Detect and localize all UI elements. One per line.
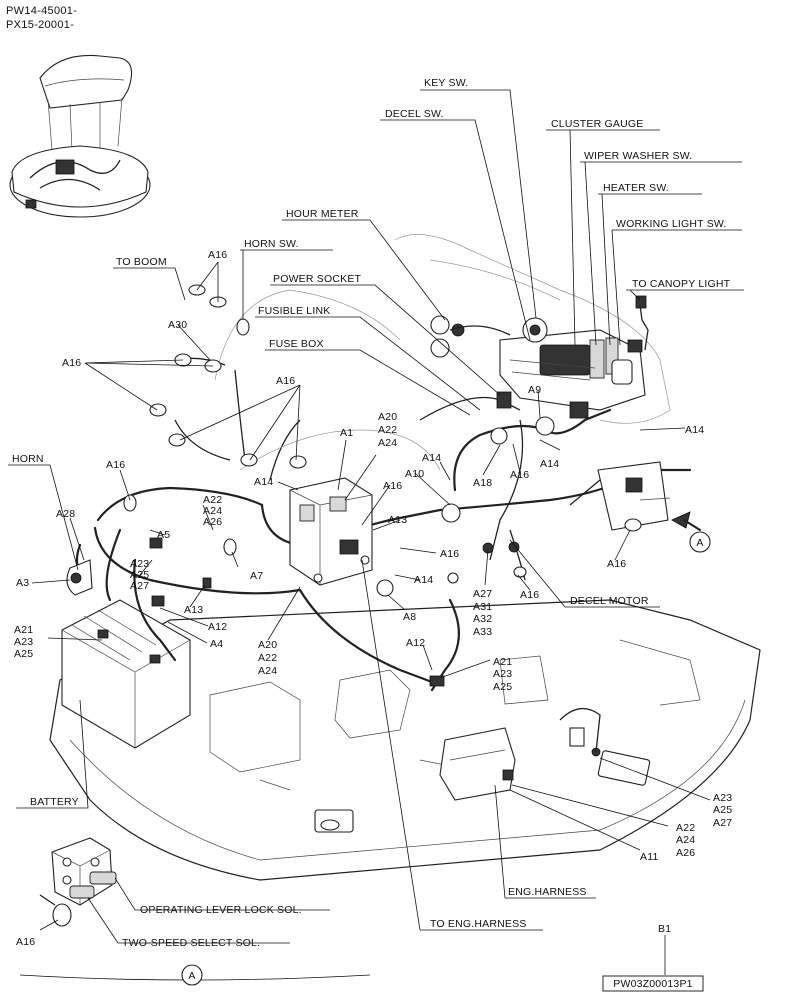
label-to-canopy-light: TO CANOPY LIGHT	[632, 278, 731, 290]
label-horn: HORN	[12, 453, 44, 465]
callout-a12: A12	[406, 637, 425, 649]
callout-a16: A16	[520, 589, 539, 601]
callout-a16: A16	[62, 357, 81, 369]
callout-a32: A32	[473, 613, 492, 625]
callout-a10: A10	[405, 468, 424, 480]
callout-a12: A12	[208, 621, 227, 633]
callout-a4: A4	[210, 638, 223, 650]
callout-a27: A27	[713, 817, 732, 829]
callout-a25: A25	[130, 569, 149, 581]
callout-a21: A21	[14, 624, 33, 636]
callout-a27: A27	[473, 588, 492, 600]
callout-a26: A26	[676, 847, 695, 859]
callout-a24: A24	[203, 505, 222, 517]
callout-a16: A16	[276, 375, 295, 387]
callout-a25: A25	[493, 681, 512, 693]
callout-a28: A28	[56, 508, 75, 520]
label-horn-sw: HORN SW.	[244, 238, 299, 250]
callout-a25: A25	[713, 804, 732, 816]
label-battery: BATTERY	[30, 796, 79, 808]
part-labels: KEY SW. DECEL SW. CLUSTER GAUGE WIPER WA…	[12, 77, 731, 949]
label-to-boom: TO BOOM	[116, 256, 167, 268]
callout-a24: A24	[258, 665, 277, 677]
callout-a16: A16	[16, 936, 35, 948]
callout-a23: A23	[493, 668, 512, 680]
label-decel-sw: DECEL SW.	[385, 108, 444, 120]
callout-a26: A26	[203, 516, 222, 528]
callout-a9: A9	[528, 384, 541, 396]
callout-a16: A16	[208, 249, 227, 261]
fuse-box-assembly	[66, 391, 671, 687]
dashboard-console	[394, 234, 671, 424]
label-working-light-sw: WORKING LIGHT SW.	[616, 218, 727, 230]
callout-a16: A16	[383, 480, 402, 492]
label-heater-sw: HEATER SW.	[603, 182, 669, 194]
detail-a-marker-label: A	[188, 970, 195, 982]
callout-a13: A13	[184, 604, 203, 616]
part-number-box	[602, 975, 704, 992]
callout-a1: A1	[340, 427, 353, 439]
callout-a20: A20	[378, 411, 397, 423]
label-power-socket: POWER SOCKET	[273, 273, 362, 285]
label-fusible-link: FUSIBLE LINK	[258, 305, 330, 317]
serial-range-1: PW14-45001-	[6, 5, 77, 17]
callout-a24: A24	[676, 834, 695, 846]
callout-a11: A11	[640, 851, 659, 863]
callout-a18: A18	[473, 477, 492, 489]
callout-a25: A25	[14, 648, 33, 660]
view-a-marker-label: A	[696, 537, 703, 549]
callout-a14: A14	[414, 574, 433, 586]
label-key-sw: KEY SW.	[424, 77, 468, 89]
callout-a5: A5	[157, 529, 170, 541]
callout-a23: A23	[14, 636, 33, 648]
callout-a23: A23	[130, 558, 149, 570]
callout-a22: A22	[203, 494, 222, 506]
callout-a22: A22	[378, 424, 397, 436]
callout-a3: A3	[16, 577, 29, 589]
callout-a22: A22	[676, 822, 695, 834]
callout-a16: A16	[440, 548, 459, 560]
callout-a21: A21	[493, 656, 512, 668]
serial-range-2: PX15-20001-	[6, 19, 74, 31]
drawing-ref: B1	[658, 923, 671, 935]
callout-a14: A14	[540, 458, 559, 470]
view-a-arrow: A	[671, 511, 711, 553]
callout-a16: A16	[607, 558, 626, 570]
leader-lines	[8, 89, 744, 975]
callouts: A16 A30 A16 A16 A9 A14 A20 A22 A24 A1 A1…	[14, 249, 732, 948]
callout-a14: A14	[422, 452, 441, 464]
callout-a30: A30	[168, 319, 187, 331]
callout-a7: A7	[250, 570, 263, 582]
callout-a22: A22	[258, 652, 277, 664]
callout-a14: A14	[685, 424, 704, 436]
callout-a23: A23	[713, 792, 732, 804]
label-fuse-box: FUSE BOX	[269, 338, 324, 350]
detail-a-solenoid-valve: A	[19, 837, 371, 986]
callout-a31: A31	[473, 601, 492, 613]
label-decel-motor: DECEL MOTOR	[570, 595, 649, 607]
label-hour-meter: HOUR METER	[286, 208, 359, 220]
callout-a13: A13	[388, 514, 407, 526]
label-to-eng-harness: TO ENG.HARNESS	[430, 918, 527, 930]
base-frame	[49, 599, 761, 881]
callout-a14: A14	[254, 476, 273, 488]
label-operating-lever-lock-sol: OPERATING LEVER LOCK SOL.	[140, 904, 302, 916]
callout-a16: A16	[106, 459, 125, 471]
callout-a24: A24	[378, 437, 397, 449]
label-wiper-washer-sw: WIPER WASHER SW.	[584, 150, 692, 162]
callout-a8: A8	[403, 611, 416, 623]
callout-a16: A16	[510, 469, 529, 481]
callout-a33: A33	[473, 626, 492, 638]
callout-a27: A27	[130, 580, 149, 592]
machine-inset-illustration	[9, 54, 151, 218]
label-two-speed-select-sol: TWO-SPEED SELECT SOL.	[122, 937, 260, 949]
label-eng-harness: ENG.HARNESS	[508, 886, 587, 898]
callout-a20: A20	[258, 639, 277, 651]
label-cluster-gauge: CLUSTER GAUGE	[551, 118, 643, 130]
part-number: PW03Z00013P1	[613, 978, 692, 990]
